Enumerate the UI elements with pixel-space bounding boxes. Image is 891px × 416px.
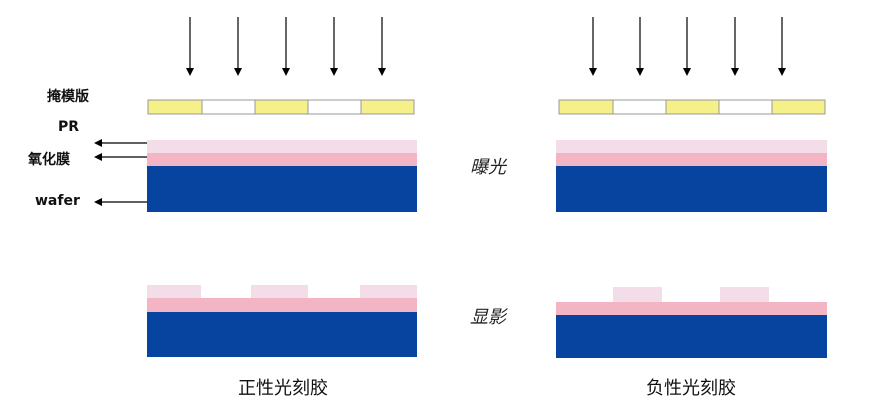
mask-block-segment — [307, 99, 362, 115]
wafer-layer — [147, 166, 417, 212]
mask-block-segment — [718, 99, 773, 115]
stack-negative-developed — [556, 287, 827, 358]
step-develop: 显影 — [470, 307, 506, 328]
pr-remaining — [147, 285, 201, 298]
label-mask: 掩模版 — [47, 89, 89, 105]
oxide-layer — [147, 153, 417, 166]
mask-block-segment — [201, 99, 256, 115]
mask-open-segment — [147, 99, 203, 115]
stack-positive-developed — [147, 285, 417, 357]
mask-open-segment — [254, 99, 309, 115]
label-pr: PR — [58, 119, 80, 135]
caption-negative: 负性光刻胶 — [646, 378, 736, 399]
pr-remaining — [613, 287, 662, 302]
oxide-layer — [556, 302, 827, 315]
label-wafer: wafer — [35, 193, 80, 209]
mask-open-segment — [771, 99, 826, 115]
wafer-layer — [556, 166, 827, 212]
label-oxide: 氧化膜 — [28, 152, 70, 168]
caption-positive: 正性光刻胶 — [238, 378, 328, 399]
oxide-layer — [556, 153, 827, 166]
wafer-layer — [556, 315, 827, 358]
oxide-layer — [147, 298, 417, 312]
mask-block-segment — [612, 99, 667, 115]
mask-positive — [147, 99, 415, 115]
stack-positive-exposure — [147, 140, 417, 212]
step-exposure: 曝光 — [470, 157, 506, 178]
pr-layer — [556, 140, 827, 153]
wafer-layer — [147, 312, 417, 357]
stack-negative-exposure — [556, 140, 827, 212]
mask-open-segment — [558, 99, 614, 115]
pr-remaining — [720, 287, 769, 302]
pr-remaining — [251, 285, 308, 298]
pr-layer — [147, 140, 417, 153]
exposure-arrows-negative — [589, 17, 786, 76]
mask-open-segment — [360, 99, 415, 115]
pr-remaining — [360, 285, 417, 298]
label-pointers — [94, 139, 147, 206]
exposure-arrows-positive — [186, 17, 386, 76]
mask-open-segment — [665, 99, 720, 115]
mask-negative — [558, 99, 826, 115]
